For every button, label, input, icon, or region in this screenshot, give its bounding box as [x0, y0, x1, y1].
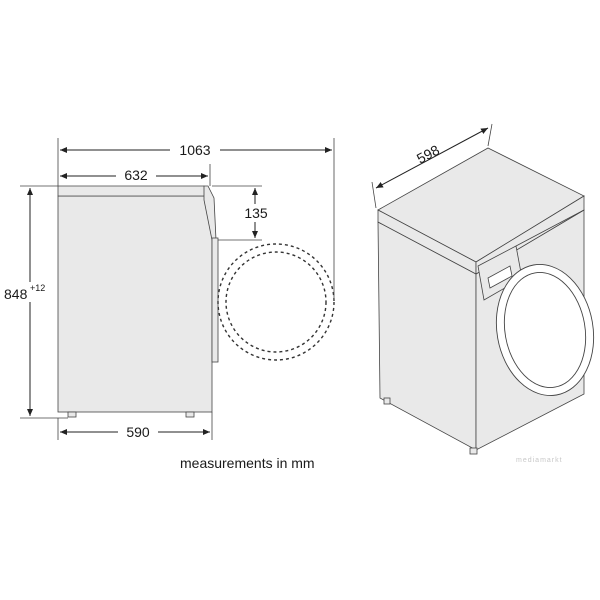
label-width: 598 — [414, 141, 442, 166]
side-foot-front — [185, 411, 195, 418]
side-body-outline — [57, 195, 213, 413]
extension-lines — [20, 138, 335, 440]
dimension-590: 590 — [60, 422, 210, 440]
door-open-outline-outer — [217, 243, 335, 361]
label-door-protrusion: 135 — [244, 205, 268, 221]
display-window — [487, 265, 513, 289]
dimension-848: 848 +12 — [4, 188, 54, 416]
door-open-outline-inner — [225, 251, 327, 353]
side-view — [57, 185, 335, 418]
foot-left — [383, 397, 391, 405]
unit-caption: measurements in mm — [180, 455, 315, 471]
label-top-depth: 632 — [124, 167, 148, 183]
side-top-panel — [57, 185, 209, 197]
side-door-hinge — [211, 237, 219, 363]
watermark: mediamarkt — [516, 457, 563, 464]
label-height: 848 — [4, 286, 28, 302]
door-inner — [503, 272, 587, 388]
label-height-tolerance: +12 — [30, 283, 45, 293]
foot-front — [469, 447, 478, 455]
label-overall-depth: 1063 — [179, 142, 210, 158]
label-body-depth: 590 — [126, 424, 150, 440]
side-foot-rear — [67, 411, 77, 418]
dimension-1063: 1063 — [60, 140, 332, 158]
dimension-632: 632 — [60, 166, 208, 184]
perspective-view — [377, 147, 595, 455]
dimension-135: 135 — [240, 188, 274, 238]
